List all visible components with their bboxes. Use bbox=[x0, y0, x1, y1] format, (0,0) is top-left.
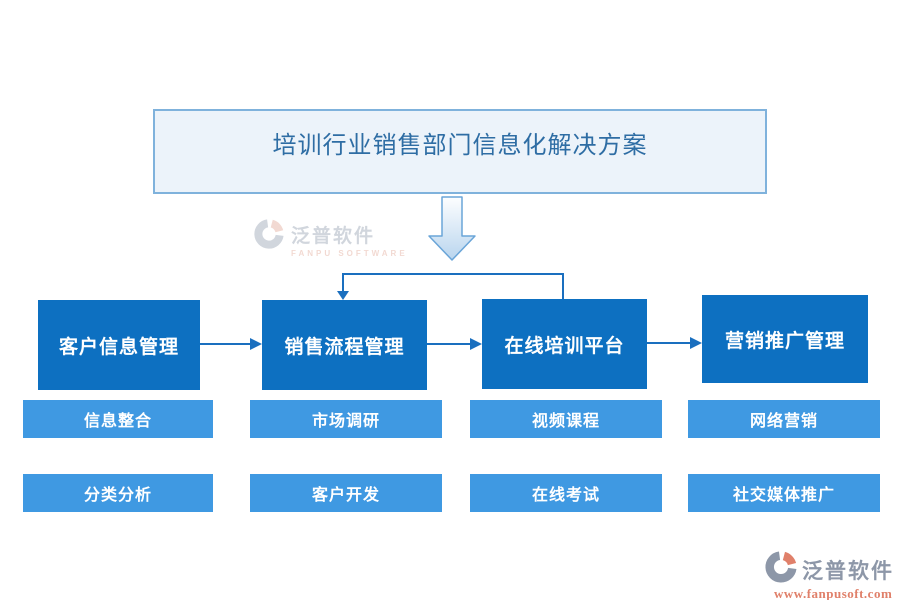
watermark-brand-name: 泛普软件 bbox=[291, 226, 376, 247]
connector-vertical-right bbox=[562, 273, 564, 300]
connector-arrowhead-down-icon bbox=[337, 291, 349, 300]
sub-box-online-exams: 在线考试 bbox=[470, 474, 662, 512]
flow-arrow-line-2 bbox=[427, 343, 472, 345]
down-arrow-icon bbox=[427, 196, 477, 262]
page-title: 培训行业销售部门信息化解决方案 bbox=[272, 133, 648, 159]
main-box-online-training: 在线培训平台 bbox=[482, 299, 647, 389]
footer-website: www.fanpusoft.com bbox=[774, 586, 893, 600]
flow-arrowhead-icon-2 bbox=[470, 338, 482, 350]
sub-box-online-marketing: 网络营销 bbox=[688, 400, 880, 438]
sub-box-market-research: 市场调研 bbox=[250, 400, 442, 438]
sub-box-video-courses: 视频课程 bbox=[470, 400, 662, 438]
main-box-marketing: 营销推广管理 bbox=[702, 295, 868, 383]
flow-arrow-line-1 bbox=[200, 343, 252, 345]
main-box-sales-process: 销售流程管理 bbox=[262, 300, 427, 390]
flow-arrow-line-3 bbox=[647, 342, 692, 344]
fanpu-logo-icon bbox=[253, 218, 285, 255]
sub-box-info-integration: 信息整合 bbox=[23, 400, 213, 438]
connector-horizontal bbox=[342, 273, 564, 275]
main-box-customer-info: 客户信息管理 bbox=[38, 300, 200, 390]
flow-arrowhead-icon-3 bbox=[690, 337, 702, 349]
watermark-brand-en: FANPU SOFTWARE bbox=[291, 249, 408, 258]
watermark-logo: 泛普软件 FANPU SOFTWARE bbox=[253, 218, 408, 258]
sub-box-social-media-promotion: 社交媒体推广 bbox=[688, 474, 880, 512]
title-box: 培训行业销售部门信息化解决方案 bbox=[153, 109, 767, 194]
sub-box-classification-analysis: 分类分析 bbox=[23, 474, 213, 512]
flow-arrowhead-icon-1 bbox=[250, 338, 262, 350]
sub-box-customer-development: 客户开发 bbox=[250, 474, 442, 512]
connector-vertical-left bbox=[342, 273, 344, 292]
fanpu-logo-icon-footer bbox=[764, 550, 798, 589]
footer-brand-name: 泛普软件 bbox=[802, 558, 894, 583]
footer-logo: 泛普软件 www.fanpusoft.com bbox=[764, 550, 894, 600]
